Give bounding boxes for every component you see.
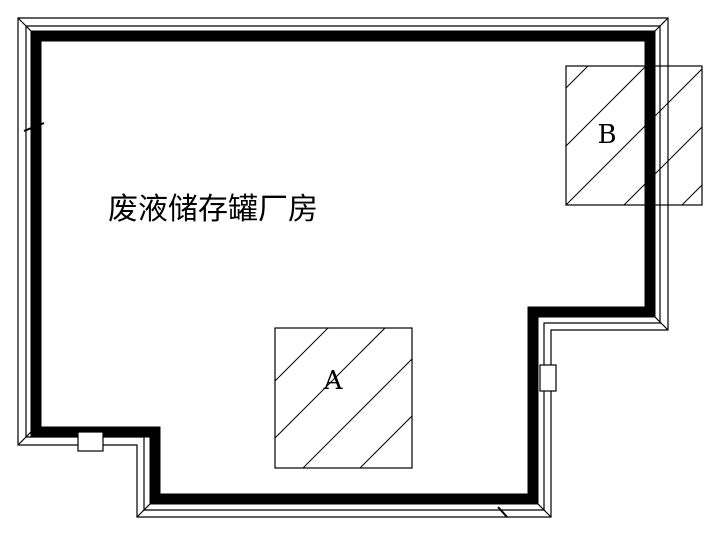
door-opening-bottom-left <box>77 431 104 452</box>
thick-wall <box>30 30 656 505</box>
zone-a: A <box>274 327 413 469</box>
zone-b-label: B <box>597 120 616 150</box>
left-wall-tick <box>23 122 45 132</box>
zone-b: B <box>565 65 703 206</box>
zone-a-label: A <box>323 366 344 396</box>
room-label: 废液储存罐厂房 <box>108 192 318 227</box>
door-opening-right <box>539 364 557 392</box>
bottom-wall-tick <box>497 506 508 518</box>
wall-corner-joints <box>17 17 669 518</box>
